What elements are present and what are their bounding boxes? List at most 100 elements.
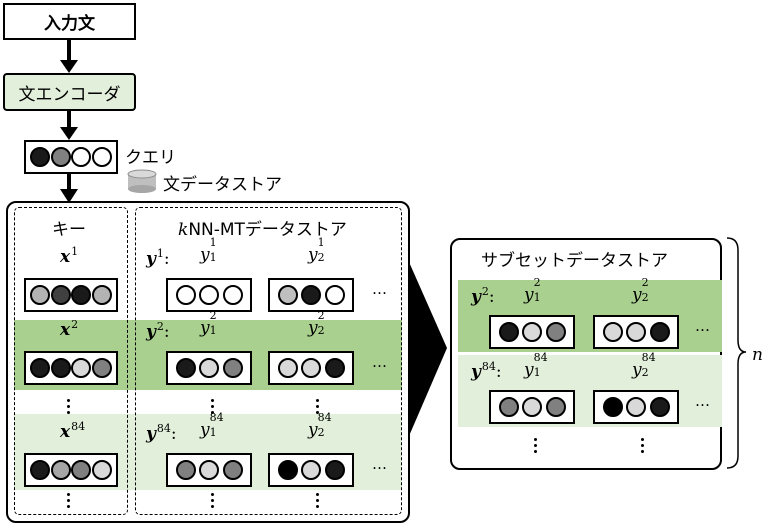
value-vector-2-3 <box>268 453 354 487</box>
key-vector-2-dot-3 <box>71 358 92 378</box>
key-vector-2 <box>24 351 118 385</box>
database-icon <box>127 169 157 193</box>
token-label-1-2-sub: 1 <box>209 324 217 337</box>
key-label-3-base: x <box>60 422 71 442</box>
n-label: n <box>752 345 763 365</box>
subset-value2-vdots-point <box>640 444 644 447</box>
value-vector-1-2 <box>166 351 252 385</box>
key-vector-3-dot-1 <box>30 460 51 480</box>
knn-datastore-panel <box>135 207 402 515</box>
value2-vdots-2 <box>313 493 321 511</box>
subset-token-label-1-1-sub: 1 <box>533 291 541 304</box>
value1-vdots-2 <box>208 493 216 511</box>
subset-value2-vdots-point <box>640 438 644 441</box>
input-sentence-label: 入力文 <box>44 14 95 34</box>
value-vector-2-3-dot-3 <box>324 460 345 480</box>
value-vector-2-2-dot-3 <box>324 358 345 378</box>
subset-value-vector-2-2 <box>593 390 679 424</box>
subset-value1-vdots-point <box>533 450 537 453</box>
key-vdots-1-point <box>66 399 70 402</box>
value2-vdots-2-point <box>315 493 319 496</box>
subset-value-vector-2-2-dot-2 <box>626 397 646 417</box>
subset-row-ellipsis-1: … <box>695 317 711 335</box>
arrow-encoder-to-query-head <box>60 127 78 140</box>
subset-target-label-2-sup: 84 <box>481 360 496 373</box>
key-label-2: x2 <box>60 318 78 340</box>
subset-target-label-2-colon: : <box>495 362 502 382</box>
token-label-2-2-base: y <box>308 318 318 338</box>
key-vdots-1 <box>64 399 72 417</box>
subset-panel-title: サブセットデータストア <box>481 251 668 271</box>
token-label-1-2-base: y <box>200 318 210 338</box>
key-vector-3-dot-2 <box>50 460 71 480</box>
subset-value-vector-1-1-dot-3 <box>545 322 566 342</box>
query-vector-dot-1 <box>30 147 51 167</box>
key-vector-1-dot-1 <box>30 285 51 305</box>
token-label-1-2-sup: 2 <box>209 309 217 322</box>
token-label-2-1-sub: 2 <box>317 251 325 264</box>
subset-value-vector-1-2-dot-2 <box>522 397 542 417</box>
target-label-1-colon: : <box>163 249 170 269</box>
value-vector-2-3-dot-1 <box>277 460 298 480</box>
value1-vdots-1-point <box>210 411 214 414</box>
subset-token-label-2-2-sup: 84 <box>641 351 656 364</box>
key-vector-1 <box>24 278 118 312</box>
subset-row-ellipsis-2: … <box>695 392 711 410</box>
value2-vdots-1-point <box>315 405 319 408</box>
target-label-1-sup: 1 <box>156 247 164 260</box>
key-vector-1-dot-4 <box>91 285 112 305</box>
subset-value2-vdots-point <box>640 450 644 453</box>
value-vector-1-3-dot-3 <box>222 460 243 480</box>
token-label-1-1-sub: 1 <box>209 251 217 264</box>
subset-target-label-1-sup: 2 <box>481 285 489 298</box>
row-ellipsis-3: … <box>372 455 388 473</box>
subset-target-label-1: y2: <box>471 285 495 307</box>
subset-token-label-2-2-base: y <box>632 360 642 380</box>
row-ellipsis-2: … <box>372 353 388 371</box>
key-label-3: x84 <box>60 420 85 442</box>
subset-token-label-2-1-sup: 2 <box>641 276 649 289</box>
value2-vdots-1-point <box>315 411 319 414</box>
subset-token-label-1-1-base: y <box>524 285 534 305</box>
key-label-2-base: x <box>60 320 71 340</box>
key-vdots-2-point <box>66 499 70 502</box>
token-label-2-2-sub: 2 <box>317 324 325 337</box>
value2-vdots-2-point <box>315 505 319 508</box>
key-vector-3-dot-3 <box>71 460 92 480</box>
input-sentence-box: 入力文 <box>3 3 136 40</box>
arrow-store-to-subset <box>409 262 447 436</box>
token-label-1-3-sup: 84 <box>209 411 224 424</box>
value-vector-2-1 <box>268 278 354 312</box>
subset-value-vector-1-2-dot-1 <box>498 397 519 417</box>
key-vector-1-dot-2 <box>50 285 71 305</box>
n-brace <box>726 237 747 469</box>
key-vector-2-dot-4 <box>91 358 112 378</box>
value-vector-1-2-dot-3 <box>222 358 243 378</box>
subset-value1-vdots <box>531 438 539 456</box>
query-vector-dot-2 <box>50 147 71 167</box>
key-vdots-2 <box>64 493 72 511</box>
subset-token-label-2-2-sub: 2 <box>641 366 649 379</box>
value1-vdots-2-point <box>210 505 214 508</box>
target-label-2-base: y <box>146 322 156 342</box>
value-vector-1-3 <box>166 453 252 487</box>
subset-token-label-2-1-base: y <box>632 285 642 305</box>
value-vector-2-1-dot-2 <box>301 285 321 305</box>
key-vector-2-dot-1 <box>30 358 51 378</box>
token-label-2-2-sup: 2 <box>317 309 325 322</box>
subset-value-vector-2-1-dot-3 <box>649 322 670 342</box>
value1-vdots-2-point <box>210 499 214 502</box>
subset-token-label-1-2-base: y <box>524 360 534 380</box>
